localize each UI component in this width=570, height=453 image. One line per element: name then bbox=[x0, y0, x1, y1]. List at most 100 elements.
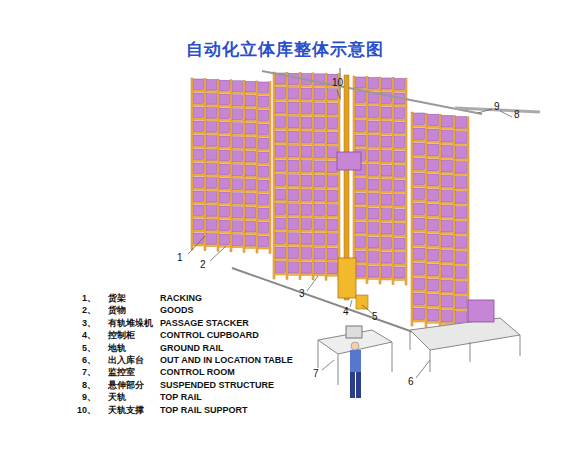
legend-english: CONTROL ROOM bbox=[160, 368, 235, 377]
rack-beam bbox=[220, 91, 230, 93]
goods-box bbox=[259, 166, 269, 177]
goods-box bbox=[276, 88, 286, 99]
legend-chinese: 地轨 bbox=[108, 344, 126, 353]
rack-beam bbox=[246, 162, 256, 164]
goods-box bbox=[328, 103, 338, 114]
goods-box bbox=[428, 174, 439, 186]
callout-number: 10 bbox=[332, 78, 343, 88]
goods-box bbox=[246, 221, 256, 232]
legend-number: 6、 bbox=[82, 356, 96, 365]
rack-beam bbox=[302, 245, 312, 247]
goods-box bbox=[369, 208, 379, 219]
rack-beam bbox=[289, 85, 299, 87]
rack-beam bbox=[356, 248, 366, 250]
rack-beam bbox=[328, 187, 338, 189]
rack-beam bbox=[328, 260, 338, 262]
rack-beam bbox=[356, 103, 366, 105]
rack-beam bbox=[289, 128, 299, 130]
goods-box bbox=[428, 279, 439, 291]
goods-box bbox=[414, 248, 425, 260]
rack-beam bbox=[428, 156, 439, 158]
rack-beam bbox=[246, 204, 256, 206]
goods-box bbox=[442, 205, 453, 217]
rack-beam bbox=[315, 274, 325, 276]
goods-box bbox=[302, 190, 312, 201]
control-room bbox=[318, 326, 392, 398]
rack-beam bbox=[194, 244, 204, 246]
rack-beam bbox=[328, 100, 338, 102]
goods-box bbox=[207, 192, 217, 203]
rack-beam bbox=[276, 99, 286, 101]
rack-beam bbox=[456, 309, 467, 311]
rack-beam bbox=[414, 305, 425, 307]
rack-beam bbox=[302, 143, 312, 145]
rack-beam bbox=[382, 235, 392, 237]
goods-box bbox=[395, 224, 405, 235]
goods-box bbox=[315, 248, 325, 259]
goods-box bbox=[442, 310, 453, 322]
rack-beam bbox=[395, 163, 405, 165]
goods-box bbox=[315, 204, 325, 215]
rack-beam bbox=[220, 105, 230, 107]
rack-beam bbox=[382, 220, 392, 222]
rack-beam bbox=[315, 216, 325, 218]
rack-beam bbox=[289, 172, 299, 174]
rack-beam bbox=[207, 147, 217, 149]
goods-box bbox=[289, 218, 299, 229]
rack-post bbox=[325, 73, 327, 280]
rack-beam bbox=[315, 201, 325, 203]
goods-box bbox=[194, 121, 204, 132]
rack-beam bbox=[233, 120, 243, 122]
rack-beam bbox=[276, 230, 286, 232]
goods-box bbox=[207, 80, 217, 91]
rack-beam bbox=[442, 307, 453, 309]
legend-english: OUT AND IN LOCATION TABLE bbox=[160, 356, 293, 365]
rack-beam bbox=[233, 92, 243, 94]
legend-chinese: 天轨支撑 bbox=[108, 406, 144, 415]
rack-beam bbox=[395, 264, 405, 266]
goods-box bbox=[382, 209, 392, 220]
rack-beam bbox=[207, 217, 217, 219]
rack-beam bbox=[246, 218, 256, 220]
rack-beam bbox=[207, 161, 217, 163]
goods-box bbox=[220, 80, 230, 91]
callout-number: 1 bbox=[177, 253, 183, 263]
rack-beam bbox=[276, 128, 286, 130]
goods-box bbox=[220, 206, 230, 217]
legend-number: 8、 bbox=[82, 381, 96, 390]
conveyor bbox=[410, 318, 520, 372]
rack-beam bbox=[233, 106, 243, 108]
rack-beam bbox=[414, 290, 425, 292]
goods-box bbox=[442, 250, 453, 262]
rack-beam bbox=[315, 245, 325, 247]
goods-box bbox=[328, 263, 338, 274]
rack-post bbox=[204, 79, 206, 251]
goods-box bbox=[259, 110, 269, 121]
rack-beam bbox=[289, 186, 299, 188]
rack-beam bbox=[194, 230, 204, 232]
goods-box bbox=[456, 297, 467, 309]
legend-number: 10、 bbox=[77, 406, 96, 415]
rack-beam bbox=[369, 89, 379, 91]
rack-beam bbox=[382, 162, 392, 164]
goods-box bbox=[194, 219, 204, 230]
rack-beam bbox=[428, 321, 439, 323]
rack-beam bbox=[289, 273, 299, 275]
goods-box bbox=[382, 78, 392, 89]
goods-box bbox=[328, 118, 338, 129]
rack-beam bbox=[276, 172, 286, 174]
rack-beam bbox=[442, 277, 453, 279]
goods-box bbox=[456, 222, 467, 234]
goods-box bbox=[315, 262, 325, 273]
goods-box bbox=[246, 123, 256, 133]
goods-box bbox=[207, 164, 217, 175]
rack-beam bbox=[369, 162, 379, 164]
rack-beam bbox=[382, 104, 392, 106]
rack-post bbox=[353, 76, 355, 283]
goods-box bbox=[442, 175, 453, 187]
goods-box bbox=[233, 207, 243, 218]
rack-post bbox=[467, 117, 469, 331]
rack-beam bbox=[259, 219, 269, 221]
rack-beam bbox=[207, 105, 217, 107]
rack-beam bbox=[369, 249, 379, 251]
